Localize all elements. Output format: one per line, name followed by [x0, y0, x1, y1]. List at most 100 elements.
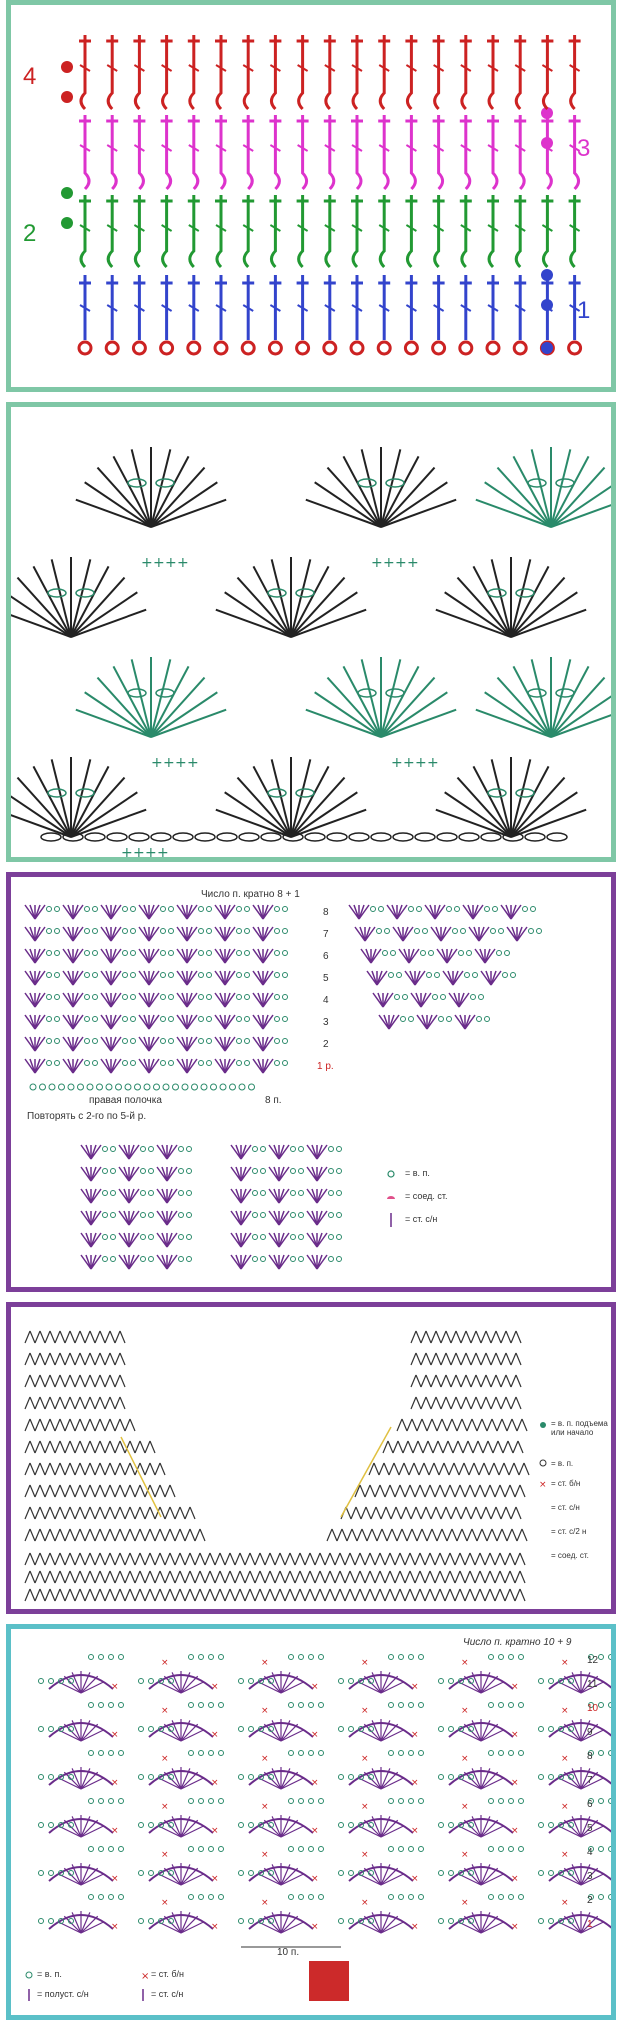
dc-slash — [378, 144, 390, 152]
chain-stitch — [290, 1212, 296, 1218]
chain-stitch — [68, 1918, 74, 1924]
chain-stitch — [502, 972, 508, 978]
turning-chain — [541, 269, 553, 281]
fan-stitch — [475, 498, 552, 528]
row-number-5: 5 — [323, 973, 329, 984]
turning-chain — [61, 91, 73, 103]
v-stitch — [124, 1588, 131, 1602]
shell-stitch — [442, 970, 454, 986]
v-stitch — [259, 1588, 266, 1602]
fan-stitch — [480, 1867, 499, 1886]
fan-stitch — [563, 1915, 582, 1934]
shell-stitch — [143, 1036, 150, 1052]
fan-stitch — [171, 1768, 182, 1790]
chain-stitch — [258, 1726, 264, 1732]
v-stitch — [434, 1588, 441, 1602]
v-stitch — [144, 1570, 151, 1584]
v-stitch — [515, 1330, 522, 1344]
chain-stitch — [308, 1846, 314, 1852]
shell-stitch — [398, 948, 410, 964]
fan-stitch — [80, 1672, 91, 1694]
chain-stitch — [414, 928, 420, 934]
post-stitch — [541, 195, 549, 269]
v-stitch — [324, 1588, 331, 1602]
v-stitch — [415, 1374, 422, 1388]
fan-stitch — [150, 659, 172, 738]
chain-stitch — [336, 1256, 342, 1262]
v-stitch — [344, 1588, 351, 1602]
fan-stitch — [290, 559, 312, 638]
shell-stitch — [262, 1014, 274, 1030]
v-stitch — [54, 1352, 61, 1366]
v-stitch — [481, 1418, 488, 1432]
dc-slash — [297, 304, 309, 312]
fan-stitch — [380, 449, 402, 528]
shell-stitch — [268, 1232, 280, 1248]
v-stitch — [465, 1374, 472, 1388]
fan-stitch — [290, 591, 358, 638]
chain-loop — [75, 588, 95, 598]
chain-stitch — [188, 1894, 194, 1900]
chain-stitch — [396, 972, 402, 978]
v-stitch — [224, 1588, 231, 1602]
chain-stitch — [138, 1822, 144, 1828]
v-stitch — [29, 1374, 36, 1388]
sc-plus: + — [383, 555, 395, 571]
foundation-chain — [229, 1083, 236, 1091]
v-stitch — [124, 1506, 131, 1520]
shell-stitch — [29, 904, 36, 920]
sc-plus: + — [395, 555, 407, 571]
sc-mark: × — [261, 1754, 269, 1764]
v-stitch — [214, 1588, 221, 1602]
v-stitch — [54, 1528, 61, 1542]
fan-stitch — [171, 1864, 182, 1886]
chain-stitch — [598, 1702, 604, 1708]
v-stitch — [124, 1484, 131, 1498]
chain-stitch — [92, 928, 98, 934]
fan-stitch — [480, 1819, 499, 1838]
shell-stitch — [224, 948, 236, 964]
shell-stitch — [138, 992, 150, 1008]
v-stitch — [134, 1484, 141, 1498]
v-stitch — [415, 1506, 422, 1520]
chain-stitch — [140, 1234, 146, 1240]
legend-slip-stitch: = соед. ст. — [551, 1551, 589, 1560]
chain-stitch — [244, 950, 250, 956]
foundation-chain — [67, 1083, 75, 1091]
fan-stitch — [290, 776, 346, 838]
v-stitch — [503, 1462, 510, 1476]
chain-stitch — [348, 1822, 354, 1828]
shell-stitch — [214, 1058, 226, 1074]
shell-stitch — [100, 1014, 112, 1030]
v-stitch — [490, 1374, 497, 1388]
v-stitch — [390, 1506, 397, 1520]
v-stitch — [39, 1528, 46, 1542]
dc-slash — [405, 304, 417, 312]
shell-stitch — [224, 970, 236, 986]
v-stitch — [64, 1484, 71, 1498]
shell-stitch — [138, 1014, 150, 1030]
v-stitch — [299, 1570, 306, 1584]
shell-stitch — [230, 1166, 242, 1182]
shell-stitch — [72, 1036, 84, 1052]
fan-stitch — [75, 498, 152, 528]
v-stitch — [64, 1588, 71, 1602]
v-stitch — [470, 1506, 477, 1520]
chain-stitch — [160, 950, 166, 956]
chain-stitch — [248, 1678, 254, 1684]
fan-stitch — [263, 1867, 282, 1886]
dc-slash — [269, 304, 281, 312]
fan-stitch — [580, 1921, 604, 1934]
chain-stitch — [408, 1846, 414, 1852]
v-stitch — [39, 1440, 46, 1454]
fan-stitch — [550, 695, 611, 738]
legend-turning-chain: = в. п. подъема или начало — [551, 1419, 608, 1437]
v-stitch — [481, 1528, 488, 1542]
shell-stitch — [372, 992, 384, 1008]
v-stitch — [395, 1506, 402, 1520]
chain-stitch — [236, 906, 242, 912]
fan-stitch — [530, 449, 552, 528]
chain-stitch — [54, 994, 60, 1000]
dc-slash — [79, 64, 91, 72]
v-stitch — [364, 1484, 371, 1498]
